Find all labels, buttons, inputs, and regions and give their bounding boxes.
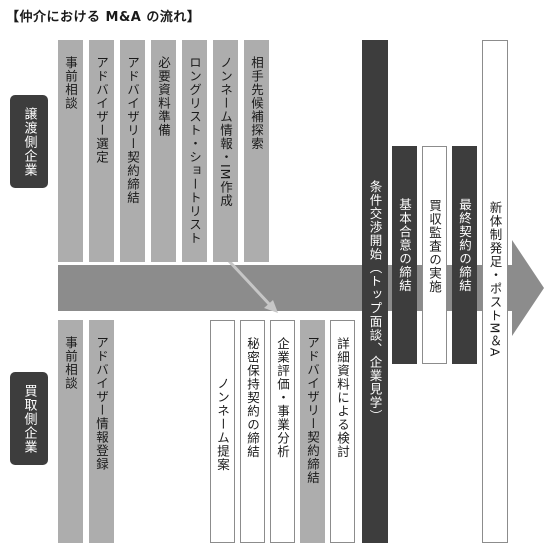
- connector-arrow-head: [264, 300, 278, 313]
- seller-step-7: 相手先候補探索: [244, 40, 269, 262]
- seller-step-1: 事前相談: [58, 40, 83, 262]
- seller-step-2: アドバイザー選定: [89, 40, 114, 262]
- main-flow-arrow: [58, 240, 544, 336]
- buyer-side-label: 買取側企業: [10, 372, 48, 465]
- connector-arrow-shaft: [227, 259, 273, 308]
- joint-step-negotiation: 条件交渉開始（トップ面談、企業見学）: [362, 40, 388, 543]
- joint-step-due-diligence: 買収監査の実施: [422, 146, 447, 364]
- buyer-step-3: ノンネーム提案: [210, 320, 235, 543]
- buyer-step-7: 詳細資料による検討: [330, 320, 355, 543]
- seller-side-label: 譲渡側企業: [10, 95, 48, 188]
- seller-step-5: ロングリスト・ショートリスト: [182, 40, 207, 262]
- joint-step-post-ma: 新体制発足・ポストM＆A: [482, 40, 508, 543]
- joint-step-final-contract: 最終契約の締結: [452, 146, 477, 364]
- buyer-step-1: 事前相談: [58, 320, 83, 543]
- buyer-step-4: 秘密保持契約の締結: [240, 320, 265, 543]
- buyer-step-2: アドバイザー情報登録: [89, 320, 114, 543]
- seller-step-6: ノンネーム情報・IM作成: [213, 40, 238, 262]
- buyer-step-6: アドバイザリー契約締結: [300, 320, 325, 543]
- buyer-step-5: 企業評価・事業分析: [270, 320, 295, 543]
- page-title: 【仲介における M&A の流れ】: [6, 10, 201, 25]
- joint-step-basic-agreement: 基本合意の締結: [392, 146, 417, 364]
- seller-step-4: 必要資料準備: [151, 40, 176, 262]
- seller-step-3: アドバイザリー契約締結: [120, 40, 145, 262]
